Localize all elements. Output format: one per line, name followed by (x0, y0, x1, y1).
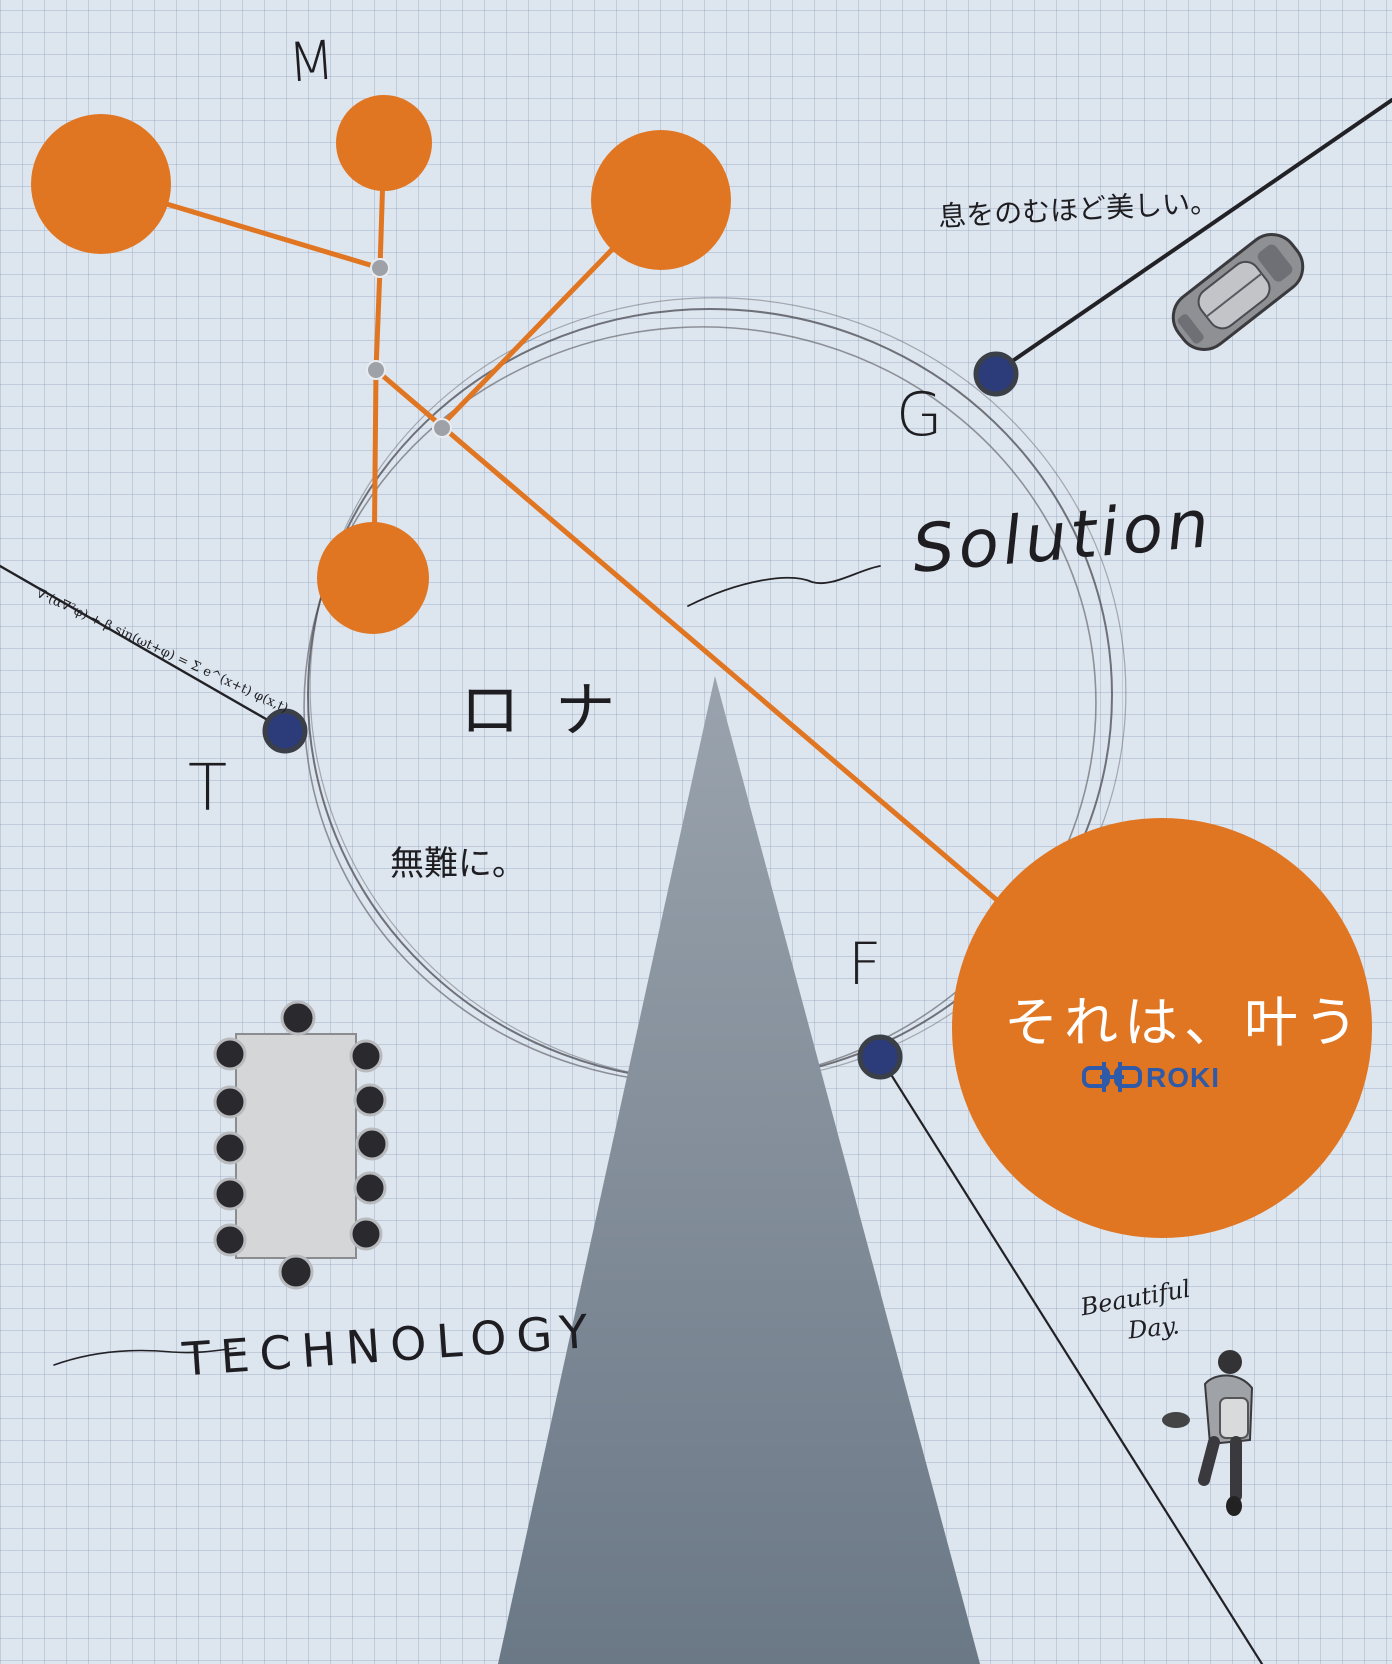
node-f-icon (857, 1034, 903, 1080)
orange-nodes (31, 95, 1372, 1238)
orange-network (97, 139, 1008, 910)
letter-nodes (262, 351, 1019, 1080)
orange-node-right (591, 130, 731, 270)
label-m: M (285, 28, 337, 95)
walking-person-illustration (1162, 1350, 1254, 1516)
car-illustration (1171, 233, 1305, 351)
pencil-rays (0, 98, 1392, 1664)
roki-logo-text: ROKI (1146, 1062, 1220, 1093)
pyramid (498, 676, 980, 1664)
label-g: G (896, 380, 943, 450)
label-f: F (848, 930, 882, 998)
label-munan: 無難に。 (390, 844, 526, 884)
tagline: それは、叶う (1004, 991, 1364, 1054)
orange-main-circle (952, 818, 1372, 1238)
node-t-icon (262, 708, 308, 754)
junction-dots (366, 258, 452, 438)
meeting-table-illustration (213, 1000, 389, 1290)
orange-node-m (336, 95, 432, 191)
roki-logo-icon (1082, 1062, 1142, 1092)
label-t: T (188, 752, 228, 826)
label-day: Day. (1126, 1311, 1181, 1345)
orange-node-left (31, 114, 171, 254)
orange-node-bottom (317, 522, 429, 634)
node-g-icon (973, 351, 1019, 397)
label-roto: ロ ナ (460, 676, 624, 746)
